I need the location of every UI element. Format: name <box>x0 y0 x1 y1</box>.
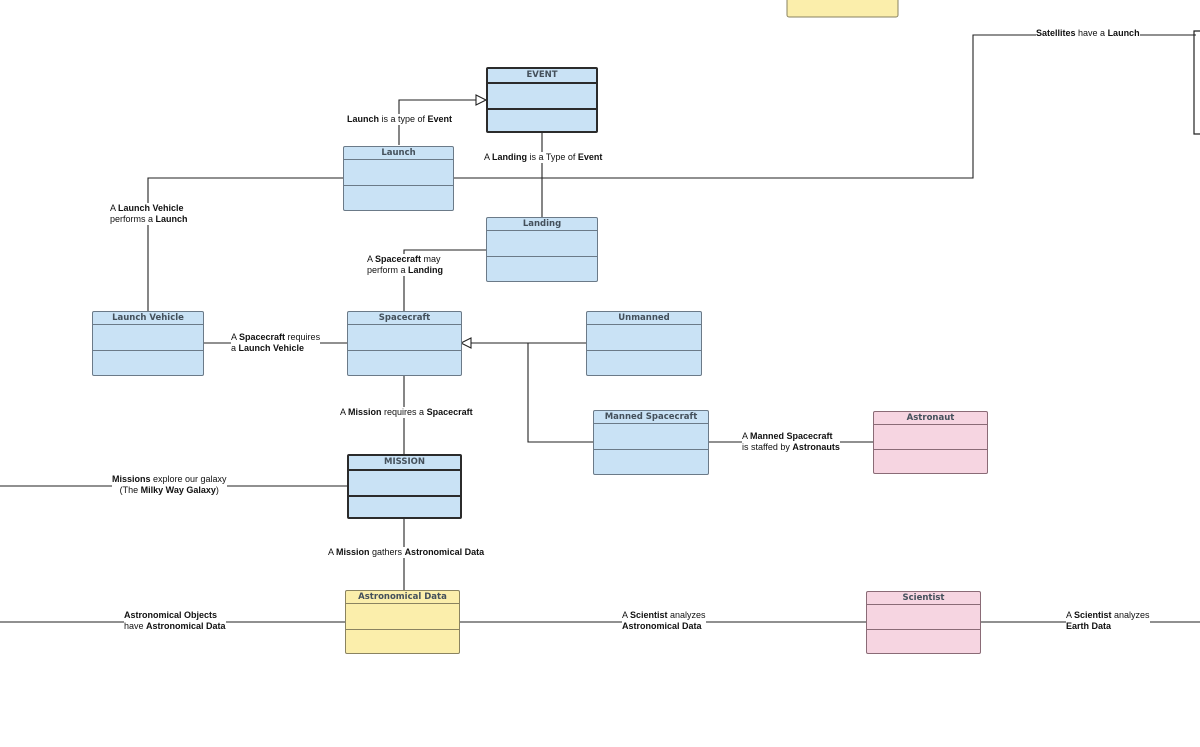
class-landing[interactable]: Landing <box>486 217 598 282</box>
connector-launch-event <box>398 99 486 145</box>
class-astronomical-data-name: Astronomical Data <box>346 591 459 604</box>
class-launch-vehicle[interactable]: Launch Vehicle <box>92 311 204 376</box>
connector-manned-spacecraft <box>527 343 593 443</box>
class-launch-vehicle-attributes <box>93 325 203 351</box>
label-missions-galaxy: Missions explore our galaxy (The Milky W… <box>112 474 227 496</box>
partial-right-class <box>1193 30 1200 135</box>
connector-launch-vehicle <box>147 177 343 311</box>
label-objects-data: Astronomical Objects have Astronomical D… <box>124 610 226 632</box>
class-mission[interactable]: MISSION <box>347 454 462 519</box>
class-scientist-attributes <box>867 605 980 630</box>
class-landing-attributes <box>487 231 597 257</box>
class-manned-spacecraft-attributes <box>594 424 708 450</box>
class-launch-vehicle-name: Launch Vehicle <box>93 312 203 325</box>
class-launch-attributes <box>344 160 453 186</box>
class-unmanned-attributes <box>587 325 701 351</box>
class-scientist[interactable]: Scientist <box>866 591 981 654</box>
class-astronomical-data-attributes <box>346 604 459 630</box>
class-event-attributes <box>488 84 596 110</box>
class-manned-spacecraft[interactable]: Manned Spacecraft <box>593 410 709 475</box>
class-event-name: EVENT <box>488 69 596 84</box>
class-spacecraft-attributes <box>348 325 461 351</box>
label-mission-spacecraft: A Mission requires a Spacecraft <box>340 407 473 418</box>
label-scientist-astro: A Scientist analyzes Astronomical Data <box>622 610 706 632</box>
class-unmanned[interactable]: Unmanned <box>586 311 702 376</box>
label-spacecraft-vehicle: A Spacecraft requires a Launch Vehicle <box>231 332 321 354</box>
class-scientist-name: Scientist <box>867 592 980 605</box>
class-unmanned-name: Unmanned <box>587 312 701 325</box>
class-manned-spacecraft-name: Manned Spacecraft <box>594 411 708 424</box>
class-spacecraft-name: Spacecraft <box>348 312 461 325</box>
label-vehicle-launch: A Launch Vehicle performs a Launch <box>110 203 188 225</box>
class-astronaut[interactable]: Astronaut <box>873 411 988 474</box>
label-scientist-earth: A Scientist analyzes Earth Data <box>1066 610 1150 632</box>
connector-spacecraft-landing <box>403 249 486 311</box>
label-launch-event: Launch is a type of Event <box>347 114 453 125</box>
class-event[interactable]: EVENT <box>486 67 598 133</box>
class-mission-attributes <box>349 471 460 497</box>
label-manned-astronauts: A Manned Spacecraft is staffed by Astron… <box>742 431 840 453</box>
class-landing-name: Landing <box>487 218 597 231</box>
class-astronaut-attributes <box>874 425 987 450</box>
class-astronaut-name: Astronaut <box>874 412 987 425</box>
class-astronomical-data[interactable]: Astronomical Data <box>345 590 460 654</box>
partial-yellow-class <box>786 0 899 18</box>
class-spacecraft[interactable]: Spacecraft <box>347 311 462 376</box>
generalization-arrow-spacecraft <box>459 337 472 349</box>
generalization-arrow-event <box>475 94 488 106</box>
class-launch[interactable]: Launch <box>343 146 454 211</box>
label-landing-event: A Landing is a Type of Event <box>484 152 603 163</box>
class-mission-name: MISSION <box>349 456 460 471</box>
label-mission-data: A Mission gathers Astronomical Data <box>328 547 485 558</box>
label-satellites-launch: Satellites have a Launch <box>1036 28 1140 39</box>
class-launch-name: Launch <box>344 147 453 160</box>
label-spacecraft-landing: A Spacecraft may perform a Landing <box>367 254 444 276</box>
